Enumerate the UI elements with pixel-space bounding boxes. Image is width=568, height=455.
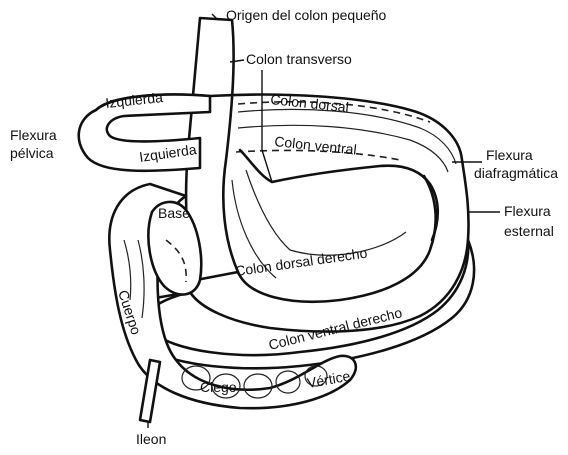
label-flexura-esternal-1: Flexura: [504, 203, 551, 219]
label-base: Base: [158, 205, 190, 221]
label-flexura-diafragmatica-1: Flexura: [486, 147, 533, 163]
colon-inner-outline: [238, 176, 436, 302]
label-colon-dorsal-derecho: Colon dorsal derecho: [234, 245, 368, 279]
label-origen: Origen del colon pequeño: [226, 7, 387, 23]
label-ciego: Ciego: [200, 379, 237, 395]
ventral-colon-inner-1: [246, 170, 406, 255]
label-flexura-pelvica-2: pélvica: [10, 145, 54, 161]
label-colon-dorsal: Colon dorsal: [270, 91, 350, 115]
label-flexura-diafragmatica-2: diafragmática: [474, 165, 558, 181]
label-flexura-pelvica-1: Flexura: [10, 127, 57, 143]
label-colon-ventral: Colon ventral: [274, 133, 358, 158]
label-flexura-esternal-2: esternal: [504, 223, 554, 239]
label-colon-transverso: Colon transverso: [246, 51, 352, 67]
label-ileon: Ileon: [136, 431, 166, 447]
ventral-colon-contour: [240, 150, 438, 240]
